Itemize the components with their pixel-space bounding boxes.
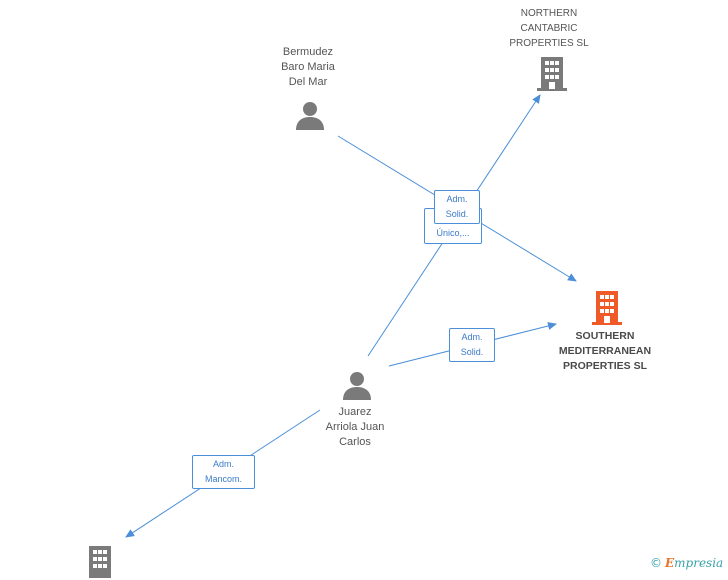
building-icon[interactable]: [537, 57, 567, 91]
edge-label-adm-mancom[interactable]: Adm. Mancom.: [192, 455, 255, 489]
copyright-icon: ©: [650, 556, 662, 570]
southern-name[interactable]: SOUTHERN MEDITERRANEAN PROPERTIES SL: [558, 330, 652, 372]
bermudez-name[interactable]: Bermudez Baro Maria Del Mar: [281, 46, 335, 88]
building-icon[interactable]: [85, 546, 115, 580]
edge-label-adm-solid-right[interactable]: Adm. Solid.: [449, 328, 495, 362]
person-icon[interactable]: [295, 101, 325, 130]
northern-name[interactable]: NORTHERN CANTABRIC PROPERTIES SL: [509, 8, 589, 49]
brand-logo: ©Empresia: [650, 556, 724, 570]
juarez-name[interactable]: Juarez Arriola Juan Carlos: [325, 406, 385, 448]
building-icon[interactable]: [592, 291, 622, 325]
person-icon[interactable]: [342, 371, 372, 400]
edge-label-adm-solid-top[interactable]: Adm. Solid.: [434, 190, 480, 224]
